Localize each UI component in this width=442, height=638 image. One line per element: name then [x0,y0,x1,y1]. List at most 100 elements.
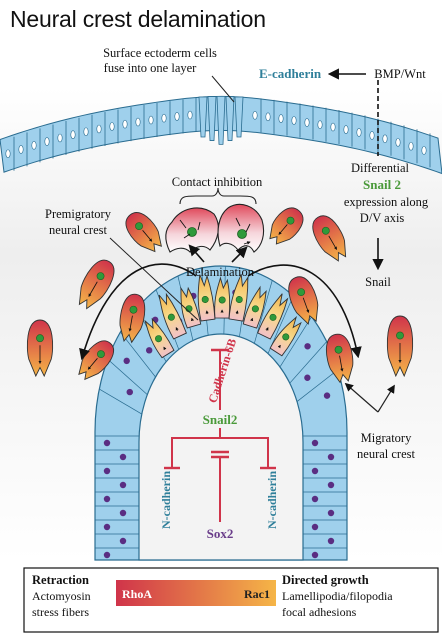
migratory-nucleus [97,350,105,359]
ectoderm-nucleus [174,112,180,121]
premigratory-nucleus [251,305,259,313]
neural-tube-nucleus [327,509,335,517]
premigratory-nucleus [201,295,209,303]
legend: Retraction Actomyosin stress fibers RhoA… [23,567,439,633]
ectoderm-nucleus [369,131,375,140]
premigratory-arrow [265,327,269,331]
ectoderm-band [0,95,442,175]
migratory-nucleus [396,331,404,340]
migratory-label-2: neural crest [357,447,415,461]
migratory-cells [26,207,414,384]
premigratory-arrow [250,317,254,322]
snail2-center-label: Snail2 [203,412,238,427]
neural-tube-nucleus [103,439,111,447]
legend-retraction-line-1: Actomyosin [32,589,91,603]
premigratory-cells [144,274,302,359]
premigratory-nucleus [155,335,163,343]
migratory-arrow [302,297,310,314]
ectoderm-nucleus [356,128,362,137]
premigratory-nucleus [218,296,226,304]
ectoderm-nucleus [135,117,141,127]
differential-label-2: expression along [344,195,429,209]
neural-tube-nucleus [311,439,319,447]
migratory-nucleus [36,334,44,343]
ectoderm-nucleus [408,141,414,151]
neural-tube-nucleus [119,453,127,461]
migratory-cell [325,333,354,384]
ectoderm-nucleus [265,112,271,122]
contact-inhibition-bracket [179,187,257,205]
migratory-arrow [128,315,133,332]
ectoderm-nucleus [57,133,63,143]
delamination-label: Delamination [186,265,255,279]
ectoderm-nucleus [70,130,76,140]
neural-tube-nucleus [103,495,111,503]
ectoderm-fused-cell [216,96,226,145]
ectoderm-nucleus [44,137,50,146]
ectoderm-nucleus [382,134,388,144]
n-cadherin-left-label: N-cadherin [159,471,173,529]
ectoderm-fused-cell [207,96,217,141]
contact-inhibition-cells [165,203,265,253]
ectoderm-nucleus [187,110,193,120]
ectoderm-fused-cell [198,96,208,138]
neural-tube-nucleus [103,523,111,531]
legend-retraction-line-2: stress fibers [32,605,89,619]
ectoderm-nucleus [122,119,128,129]
migratory-nucleus [135,222,143,231]
nucleus [237,229,247,239]
surface-ectoderm-label-1: Surface ectoderm cells [103,46,217,60]
migratory-arrow [339,355,344,372]
neural-tube-nucleus [311,551,319,559]
ectoderm-nucleus [343,125,349,134]
neural-tube-cell-border [99,388,142,415]
legend-rhoa: RhoA [122,587,152,601]
migratory-nucleus [96,272,105,281]
premigratory-arrow [163,346,167,351]
snail2-right-line [220,437,269,468]
migratory-arrow [87,358,98,370]
migratory-arrow [88,281,98,297]
bmp-wnt-label: BMP/Wnt [374,67,426,81]
figure-title: Neural crest delamination [10,6,266,32]
delamination-arrows [79,244,362,361]
ectoderm-nucleus [421,146,427,155]
ectoderm-nucleus [5,149,11,159]
migratory-nucleus [286,216,295,225]
neural-tube-nucleus [103,551,111,559]
sox2-label: Sox2 [207,526,234,541]
migratory-arrow [278,224,288,235]
snail2-left-line [171,428,221,468]
neural-tube-nucleus [311,523,319,531]
contact-inhibition-label: Contact inhibition [172,175,263,189]
migratory-cell [78,259,115,310]
neural-tube-cell-border [296,369,339,402]
neural-tube-nucleus [119,537,127,545]
neural-tube-nucleus [103,467,111,475]
ectoderm-fused-cell [225,96,235,141]
n-cadherin-right-label: N-cadherin [265,471,279,529]
neural-tube-nucleus [311,467,319,475]
neural-tube-nucleus [126,388,133,396]
legend-growth-line-1: Lamellipodia/filopodia [282,589,393,603]
migratory-pointer [344,382,379,413]
premigratory-nucleus [269,313,277,321]
neural-tube-nucleus [327,537,335,545]
neural-tube-nucleus [311,495,319,503]
ectoderm-nucleus [291,116,297,125]
ectoderm-nucleus [278,114,284,123]
snail-label: Snail [365,275,391,289]
ectoderm-nucleus [83,127,89,137]
ectoderm-nucleus [252,111,258,120]
migratory-nucleus [334,345,343,354]
neural-tube-nucleus [119,509,127,517]
premigratory-arrow [175,327,179,331]
ectoderm-nucleus [395,138,401,147]
legend-growth-line-2: focal adhesions [282,605,357,619]
neural-tube-nucleus [145,347,153,354]
regulatory-network [164,348,276,522]
premigratory-arrow [277,344,281,349]
neural-tube-cell-border [120,331,156,378]
neural-tube-nucleus [323,392,331,399]
